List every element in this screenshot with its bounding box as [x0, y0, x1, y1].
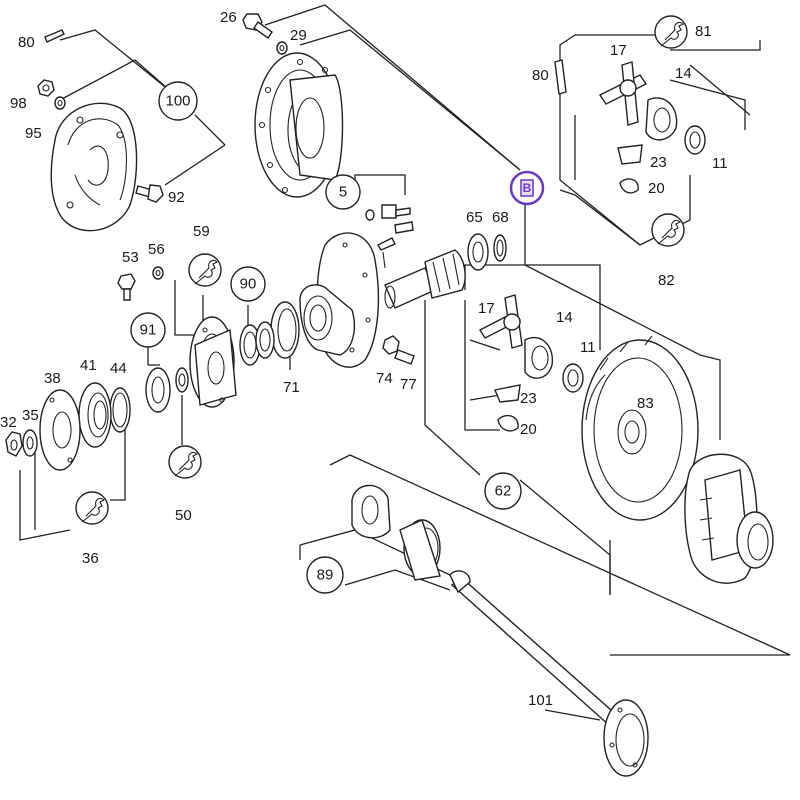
- cotter-pin-carrier: [377, 237, 396, 269]
- label-17-center: 17: [478, 300, 495, 317]
- callout-5[interactable]: 5: [325, 174, 361, 210]
- callout-b[interactable]: B: [509, 170, 545, 206]
- bearing-cone-89: [351, 484, 391, 539]
- callout-59[interactable]: 59: [193, 223, 210, 240]
- cover-plate: [50, 102, 138, 232]
- washer-29: [276, 41, 288, 55]
- cotter-pin-80: [44, 29, 65, 43]
- callout-b-highlight: [520, 179, 534, 197]
- washer-95: [54, 96, 66, 110]
- bearing-65: [467, 233, 489, 271]
- bolt-53: [117, 273, 136, 301]
- label-17-top: 17: [610, 42, 627, 59]
- label-81: 81: [695, 23, 712, 40]
- gasket-71: [270, 301, 300, 359]
- label-71: 71: [283, 379, 300, 396]
- label-14-top: 14: [675, 65, 692, 82]
- bearing-housing: [254, 52, 344, 198]
- label-53: 53: [122, 249, 139, 266]
- label-68: 68: [492, 209, 509, 226]
- washer-35: [22, 429, 38, 457]
- callout-b-label: B: [523, 181, 532, 195]
- cotter-pin-80b: [554, 59, 567, 95]
- label-41: 41: [80, 357, 97, 374]
- axle-shaft-101: [449, 570, 649, 777]
- nut-98: [37, 79, 55, 97]
- label-11-top: 11: [712, 155, 728, 172]
- label-32: 32: [0, 414, 17, 431]
- bearing-cup-89: [399, 519, 441, 581]
- callout-90[interactable]: 90: [230, 266, 266, 302]
- seal-41: [78, 382, 112, 448]
- flange-59: [189, 316, 237, 408]
- label-20-center: 20: [520, 421, 537, 438]
- differential-carrier: [299, 232, 380, 368]
- bolt-group-5: [365, 204, 414, 234]
- wrench-icon: [188, 253, 222, 287]
- label-26: 26: [220, 9, 237, 26]
- ring-44: [109, 387, 131, 433]
- bearing-group-90: [239, 321, 275, 366]
- label-83: 83: [637, 395, 654, 412]
- label-11-center: 11: [580, 339, 596, 356]
- label-80-left: 80: [18, 34, 35, 51]
- label-77: 77: [400, 376, 417, 393]
- callout-100-label: 100: [165, 93, 190, 110]
- differential-case: [684, 453, 774, 584]
- flange-38: [39, 389, 81, 471]
- callout-5-label: 5: [339, 184, 347, 201]
- label-23-top: 23: [650, 154, 667, 171]
- label-82: 82: [658, 272, 675, 289]
- label-20-top: 20: [648, 180, 665, 197]
- parts: [5, 13, 774, 777]
- callout-91[interactable]: 91: [130, 312, 166, 348]
- label-95: 95: [25, 125, 42, 142]
- label-23-center: 23: [520, 390, 537, 407]
- callout-100[interactable]: 100: [158, 81, 198, 121]
- label-74: 74: [376, 370, 393, 387]
- wrench-icon: [654, 15, 688, 49]
- bolt-77: [394, 349, 415, 365]
- label-44: 44: [110, 360, 127, 377]
- washer-50: [175, 367, 189, 393]
- wrench-icon: [651, 213, 685, 247]
- callout-89-label: 89: [317, 567, 334, 584]
- label-56: 56: [148, 241, 165, 258]
- nut-32: [5, 431, 23, 457]
- label-65: 65: [466, 209, 483, 226]
- nut-74: [382, 335, 400, 355]
- leader-lines: [19, 4, 791, 721]
- ring-gear-83: [581, 335, 699, 521]
- label-50: 50: [175, 507, 192, 524]
- label-98: 98: [10, 95, 27, 112]
- callout-91-label: 91: [140, 322, 157, 339]
- wrench-icon: [168, 445, 202, 479]
- part-labels: 80 98 95 26 29 92 53 56 32 35 38 41 44 5…: [0, 9, 728, 709]
- callout-59-label: 59: [193, 223, 210, 240]
- label-35: 35: [22, 407, 39, 424]
- wrench-icon: [75, 491, 109, 525]
- label-80-right: 80: [532, 67, 549, 84]
- label-92: 92: [168, 189, 185, 206]
- spider-gear-center: [479, 294, 584, 432]
- label-38: 38: [44, 370, 61, 387]
- washer-56: [152, 266, 164, 280]
- ring-68: [493, 234, 507, 262]
- label-36: 36: [82, 550, 99, 567]
- label-29: 29: [290, 27, 307, 44]
- callout-90-label: 90: [240, 276, 257, 293]
- screw-92: [135, 184, 164, 203]
- callout-62-label: 62: [495, 483, 512, 500]
- label-101: 101: [528, 692, 553, 709]
- label-14-center: 14: [556, 309, 573, 326]
- spider-gear-top: [598, 61, 706, 194]
- callout-89[interactable]: 89: [306, 556, 344, 594]
- callout-62[interactable]: 62: [484, 472, 522, 510]
- ring-91: [145, 367, 171, 413]
- pinion-shaft: [384, 249, 466, 309]
- bolt-26: [242, 13, 273, 39]
